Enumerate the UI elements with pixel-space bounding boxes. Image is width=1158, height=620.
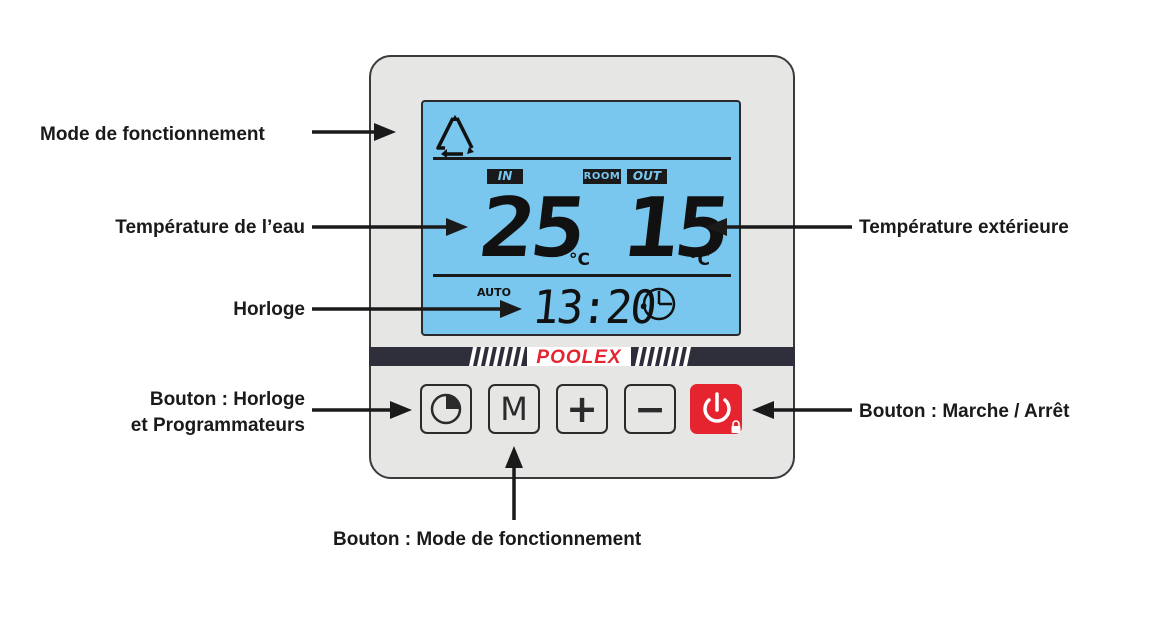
callout-clock: Horloge [233,299,305,320]
minus-button[interactable]: − [624,384,676,434]
half-clock-icon [430,393,462,425]
clock-icon [642,287,676,321]
plus-button[interactable]: + [556,384,608,434]
lcd-divider-bottom [433,274,731,277]
plus-button-label: + [566,387,598,431]
callout-mode: Mode de fonctionnement [40,124,265,145]
triangle-cycle-icon [436,115,474,158]
outside-temperature-unit: °C [689,250,710,270]
tag-out: OUT [627,169,667,184]
lcd-divider-top [433,157,731,160]
lock-icon [731,420,741,433]
power-icon [703,392,731,423]
lcd-screen: IN ROOM OUT 25 °C 15 °C AUTO 13:20 [421,100,741,336]
mode-button-label: M [500,390,528,428]
tag-in: IN [487,169,523,184]
auto-label: AUTO [477,286,511,299]
clock-program-button[interactable] [420,384,472,434]
mode-button[interactable]: M [488,384,540,434]
callout-water-temp: Température de l’eau [115,217,305,238]
callout-clock-button: Bouton : Horloge et Programmateurs [80,387,305,439]
callout-clock-button-line1: Bouton : Horloge [149,389,305,410]
power-button[interactable] [690,384,742,434]
minus-button-label: − [634,387,666,431]
brand-band: POOLEX [369,347,795,366]
brand-logo: POOLEX [536,347,622,366]
tag-room: ROOM [583,169,621,184]
callout-power-button: Bouton : Marche / Arrêt [859,401,1070,422]
water-temperature-unit: °C [569,250,590,270]
callout-outside-temp: Température extérieure [859,217,1069,238]
callout-clock-button-line2: et Programmateurs [130,415,305,436]
callout-mode-button: Bouton : Mode de fonctionnement [333,529,642,550]
